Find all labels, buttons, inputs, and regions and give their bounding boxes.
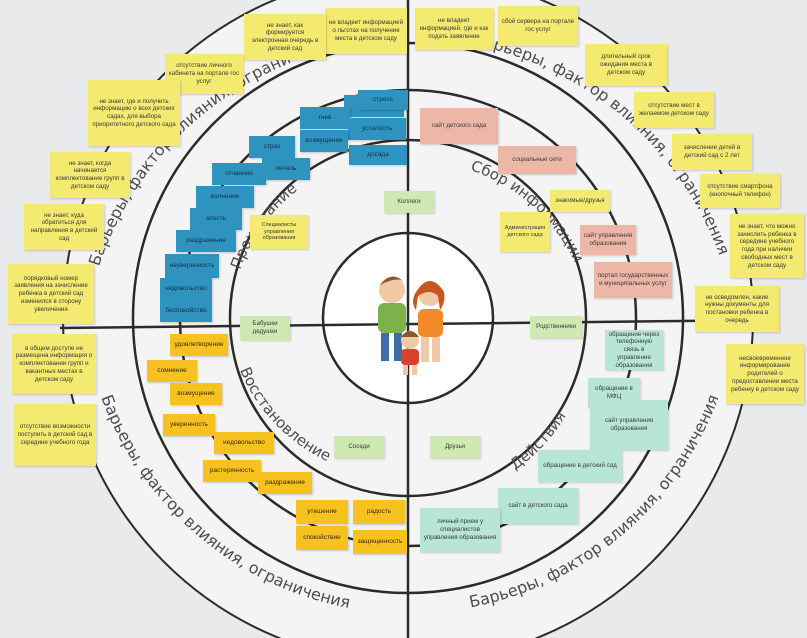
barrier-note: порядковый номер заявления на зачисление… (8, 264, 94, 324)
emotion-note: печаль (262, 158, 310, 180)
action-note: обращение в детский сад (538, 450, 622, 482)
barrier-note: длительный срок ожидания места в детском… (585, 44, 667, 86)
info-source-note: Администрация детского сада (500, 212, 550, 252)
info-source-note: портал государственных и муниципальных у… (594, 262, 672, 298)
barrier-note: не владеет информацией о льготах на полу… (325, 8, 407, 54)
note-grandparents: Бабушки дедушки (240, 316, 290, 340)
emotion-note: волнение (196, 186, 254, 208)
action-note: сайт в детского сада (498, 488, 578, 524)
barrier-note: не знает, как формируется электронная оч… (244, 14, 326, 60)
emotion-note: недовольство (160, 278, 212, 300)
barrier-note: не владеет информацией, где и как подать… (415, 8, 493, 50)
note-colleagues: Коллеги (384, 191, 434, 213)
barrier-note: не знает, куда обратиться для направлени… (24, 204, 104, 250)
family-drawing (378, 276, 445, 375)
action-note: сайт управления образования (590, 400, 668, 450)
note-friends: Друзья (430, 436, 480, 458)
emotion-note: защищенность (353, 530, 407, 554)
emotion-note: неуверенность (165, 254, 219, 278)
barrier-note: отсутствие смартфона (кнопочный телефон) (700, 174, 780, 208)
emotion-note: возмущение (170, 383, 222, 405)
barrier-note: не знает, что можно зачислить ребенка в … (730, 214, 804, 278)
emotion-note: спокойствие (296, 526, 348, 550)
info-source-note: сайт управления образования (580, 225, 636, 255)
barrier-note: зачисление детей в детский сад с 2 лет (672, 134, 752, 170)
note-relatives: Родственники (530, 316, 582, 338)
barrier-note: несвоевременное информирование родителей… (726, 344, 804, 404)
barrier-note: не осведомлен, какие нужны документы для… (695, 286, 779, 332)
emotion-note: уверенность (163, 414, 215, 436)
emotion-note: радость (353, 500, 405, 524)
emotion-note: утешение (296, 500, 348, 524)
barrier-note: отсутствие мест в желаемом детском саду (634, 92, 714, 128)
emotion-note: стресс (358, 90, 408, 110)
emotion-note: досада (349, 145, 407, 165)
horizontal-divider (59, 318, 771, 330)
emotion-note: возмущение (300, 130, 348, 152)
barrier-note: не знает, где и получить информацию о вс… (88, 80, 180, 146)
info-source-note: знакомые/друзья (550, 190, 610, 212)
emotion-note: растерянность (203, 460, 261, 482)
emotion-note: страх (249, 136, 295, 158)
emotion-note: сомнение (147, 360, 197, 382)
emotion-note: удовлетворение (170, 334, 228, 356)
emotion-note: усталость (348, 118, 406, 140)
barrier-note: отсутствие возможности поступить в детск… (14, 404, 96, 466)
emotion-note: гнев (300, 107, 350, 129)
barrier-note: сбой сервера на портале гос услуг (498, 6, 578, 46)
barrier-note: не знает, когда начинается комплектовани… (50, 152, 130, 198)
action-note: обращение через телефонную связь в управ… (605, 330, 663, 370)
barrier-note: в общем доступе не размещена информация … (12, 334, 96, 394)
note-neighbors: Соседи (334, 436, 384, 458)
emotion-note: раздражение (258, 472, 312, 494)
emotion-note: раздражение (176, 230, 236, 252)
emotion-note: беспокойство (160, 300, 212, 322)
emotion-note: недовольство (214, 432, 274, 454)
emotion-note: злость (190, 208, 242, 230)
note-specialists: Специалисты управления образования (250, 215, 308, 249)
info-source-note: социальные сети (498, 146, 576, 174)
emotion-note: отчаяние (212, 163, 266, 185)
action-note: личный прием у специалистов управления о… (420, 508, 500, 552)
info-source-note: сайт детского сада (420, 108, 498, 144)
